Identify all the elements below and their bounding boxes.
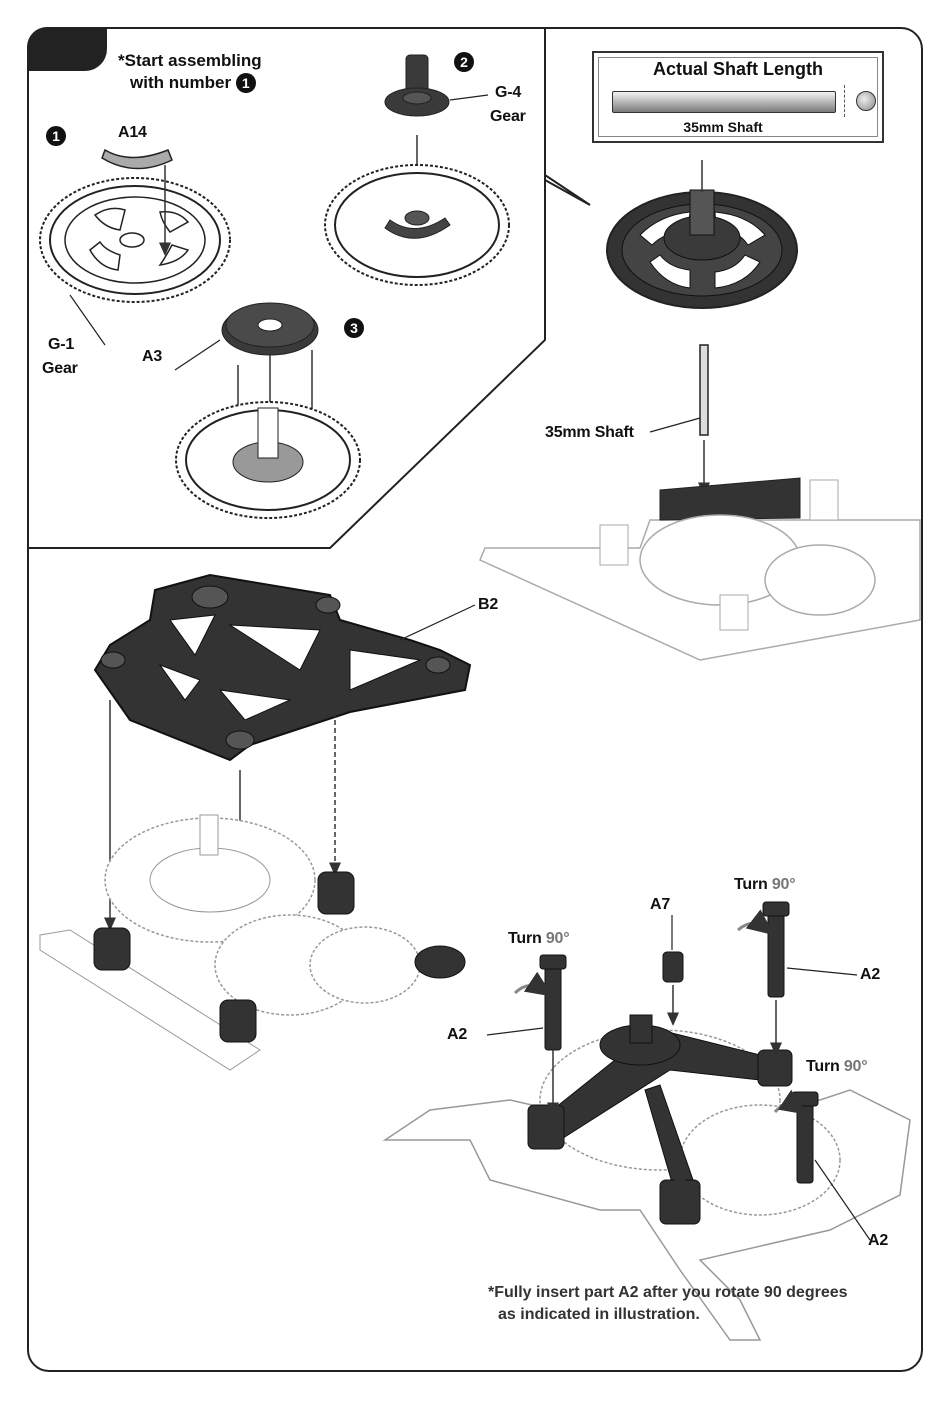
- a7-part-drawing: [663, 952, 683, 982]
- turn-degrees: 90°: [546, 930, 570, 947]
- label-g4-line1: G-4: [495, 84, 521, 102]
- shaft-drawing: [700, 345, 708, 435]
- turn-note-right: Turn 90°: [806, 1058, 867, 1076]
- turn-degrees: 90°: [844, 1058, 868, 1075]
- a3-part-drawing: [222, 303, 318, 355]
- label-g1-line1: G-1: [48, 336, 74, 354]
- turn-note-left: Turn 90°: [508, 930, 569, 948]
- label-35mm-shaft: 35mm Shaft: [545, 424, 634, 442]
- gear-assembly-dark-drawing: [607, 160, 797, 308]
- turn-word: Turn: [806, 1058, 840, 1075]
- frame-drawing-top-right: [480, 478, 920, 660]
- a2-footnote-line2: as indicated in illustration.: [488, 1304, 848, 1326]
- substep-2-number: 2: [454, 52, 474, 72]
- b2-plate-drawing: [95, 575, 470, 760]
- turn-word: Turn: [734, 876, 768, 893]
- start-note-line2: with number: [130, 73, 231, 92]
- a14-part-drawing: [102, 150, 172, 169]
- label-g1-line2: Gear: [42, 360, 78, 378]
- label-a2-left: A2: [447, 1026, 467, 1044]
- label-b2: B2: [478, 596, 498, 614]
- turn-note-top: Turn 90°: [734, 876, 795, 894]
- substep-1-number: 1: [46, 126, 66, 146]
- gear-train-light-drawing: [40, 815, 465, 1070]
- start-note-number: 1: [236, 73, 256, 93]
- g4-gear-drawing: [385, 55, 449, 116]
- shaft-end-circle-icon: [856, 91, 876, 111]
- start-note-line1: *Start assembling: [118, 50, 262, 72]
- a2-footnote-line1: *Fully insert part A2 after you rotate 9…: [488, 1282, 848, 1304]
- shaft-length-guide: Actual Shaft Length 35mm Shaft: [592, 51, 884, 143]
- label-a2-right: A2: [860, 966, 880, 984]
- label-a7: A7: [650, 896, 670, 914]
- turn-degrees: 90°: [772, 876, 796, 893]
- substep-3-number: 3: [344, 318, 364, 338]
- label-g4-line2: Gear: [490, 108, 526, 126]
- a2-pin-drawing-2: [763, 902, 789, 997]
- start-note: *Start assembling with number 1: [118, 50, 262, 94]
- turn-word: Turn: [508, 930, 542, 947]
- g1-gear-drawing: [40, 178, 230, 302]
- a2-pin-drawing-1: [540, 955, 566, 1050]
- shaft-guide-title: Actual Shaft Length: [594, 59, 882, 80]
- label-a14: A14: [118, 124, 147, 142]
- label-a2-bottom: A2: [868, 1232, 888, 1250]
- g1-gear-drawing-2: [325, 165, 509, 285]
- shaft-guide-caption: 35mm Shaft: [612, 119, 834, 135]
- label-a3: A3: [142, 348, 162, 366]
- shaft-actual-size-bar: [612, 91, 836, 113]
- a2-footnote: *Fully insert part A2 after you rotate 9…: [488, 1282, 848, 1326]
- shaft-end-divider: [844, 85, 845, 117]
- g1-g4-assembly-drawing: [176, 402, 360, 518]
